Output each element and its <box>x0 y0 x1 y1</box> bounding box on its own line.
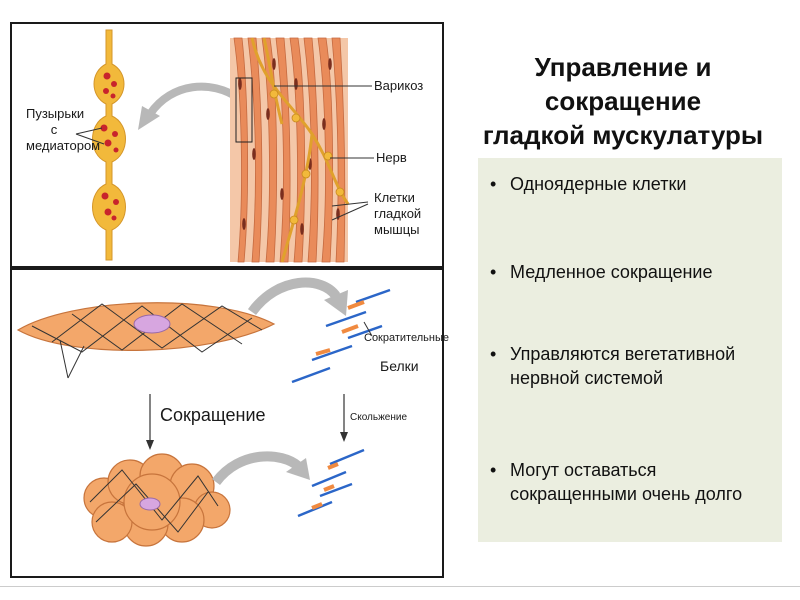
list-item: Одноядерные клетки <box>490 172 772 196</box>
vesicles-label: Пузырьки с медиатором <box>26 106 101 153</box>
contractile-label: Сократительные <box>364 332 449 344</box>
slide-title: Управление и сокращение гладкой мускулат… <box>482 52 764 150</box>
sliding-label: Скольжение <box>350 412 408 423</box>
properties-box: Одноядерные клетки Медленное сокращение … <box>478 158 782 542</box>
contraction-label: Сокращение <box>160 405 266 425</box>
relaxed-muscle-cell <box>16 302 276 379</box>
contractile-proteins-contracted <box>297 448 365 518</box>
contractile-proteins-relaxed <box>291 288 391 384</box>
list-item: Управляются вегетативной нервной системо… <box>490 342 740 390</box>
innervation-illustration <box>75 29 374 263</box>
nerve-label: Нерв <box>376 150 407 165</box>
proteins-label: Белки <box>380 358 419 374</box>
enlarged-nerve-fiber <box>92 29 126 261</box>
slide-bottom-border <box>0 586 800 587</box>
smooth-muscle-tissue <box>230 37 350 263</box>
contracted-muscle-cell <box>83 453 231 547</box>
contraction-illustration <box>16 277 391 547</box>
list-item: Могут оставаться сокращенными очень долг… <box>490 458 758 506</box>
properties-list: Одноядерные клетки Медленное сокращение … <box>490 172 772 506</box>
contraction-panel: Сокращение Сократительные Белки Скольжен… <box>10 268 449 578</box>
nerve-innervation-panel: Пузырьки с медиатором Варикоз Нерв Клетк… <box>10 22 444 268</box>
muscle-cells-label: Клетки гладкой мышцы <box>374 190 422 237</box>
varicosity-label: Варикоз <box>374 78 424 93</box>
zoom-arrow <box>146 82 241 117</box>
list-item: Медленное сокращение <box>490 260 772 284</box>
